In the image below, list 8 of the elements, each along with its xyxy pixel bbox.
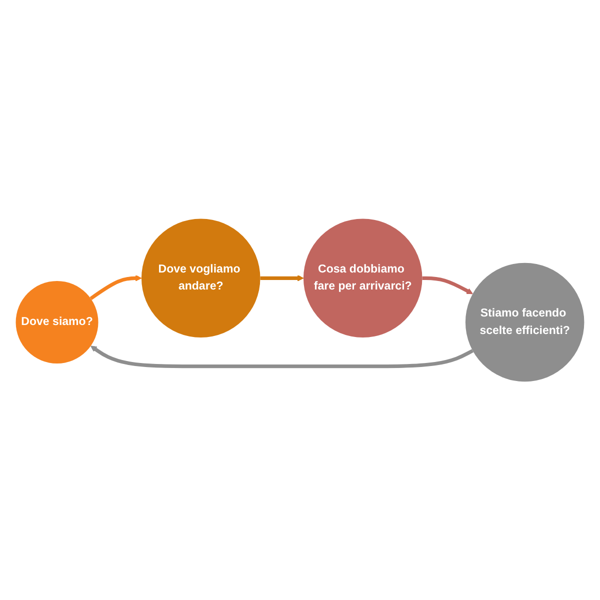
node-circle: Stiamo facendo scelte efficienti? — [465, 262, 584, 382]
arrow — [260, 274, 304, 282]
arrow — [90, 345, 474, 368]
node-circle: Dove vogliamo andare? — [141, 218, 260, 338]
node-circle: Dove siamo? — [16, 280, 98, 364]
node-circle: Cosa dobbiamo fare per arrivarci? — [303, 218, 422, 338]
arrow — [422, 276, 473, 294]
arrow — [90, 274, 142, 300]
